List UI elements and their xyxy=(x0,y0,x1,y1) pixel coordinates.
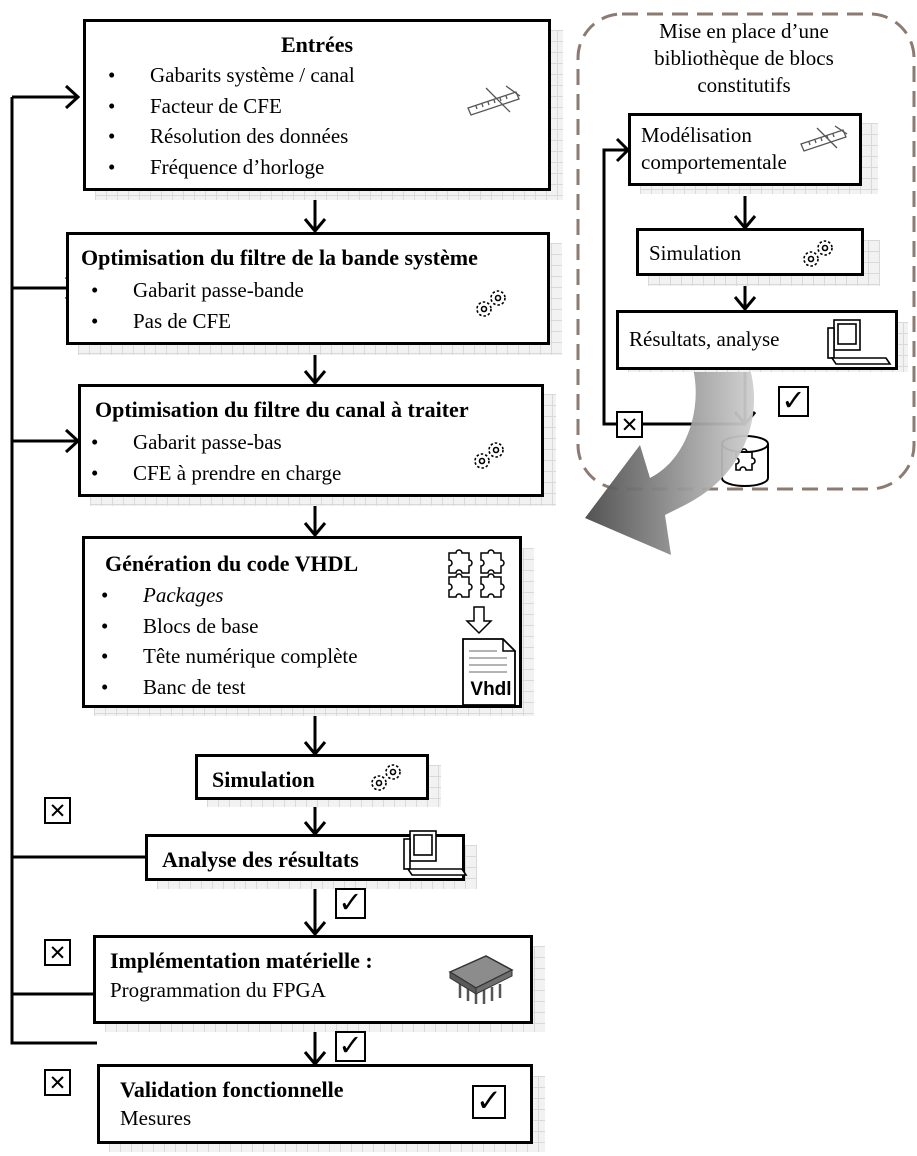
down-arrow-icon xyxy=(465,606,493,635)
computer-icon xyxy=(403,830,468,876)
inputs-list: Gabarits système / canal Facteur de CFE … xyxy=(100,60,355,182)
computer-icon xyxy=(827,319,892,365)
list-item: Packages xyxy=(93,580,358,611)
gears-icon xyxy=(474,442,504,469)
list-item: Résolution des données xyxy=(100,121,355,152)
analysis-cross-box: ✕ xyxy=(44,797,71,824)
simulation-title: Simulation xyxy=(212,767,315,792)
channel-list: Gabarit passe-bas CFE à prendre en charg… xyxy=(83,427,341,488)
library-header-line2: bibliothèque de blocs xyxy=(654,46,834,70)
simulation-box: Simulation xyxy=(195,754,429,800)
lib-modeling-line1: Modélisation xyxy=(641,123,752,147)
gears-icon xyxy=(476,290,506,317)
analysis-title: Analyse des résultats xyxy=(162,847,359,872)
lib-results-box: Résultats, analyse xyxy=(616,310,898,370)
analysis-check-box: ✓ xyxy=(335,885,366,919)
list-item: Banc de test xyxy=(93,672,358,703)
cross-icon: ✕ xyxy=(620,413,639,437)
implementation-cross-box: ✕ xyxy=(44,939,71,966)
vhdl-title: Génération du code VHDL xyxy=(105,551,359,576)
channel-box: Optimisation du filtre du canal à traite… xyxy=(78,384,544,497)
big-curved-arrow xyxy=(585,340,755,555)
system-band-list: Gabarit passe-bande Pas de CFE xyxy=(83,275,304,336)
lib-cross-box: ✕ xyxy=(616,411,643,438)
check-icon: ✓ xyxy=(781,383,806,417)
list-item: CFE à prendre en charge xyxy=(83,458,341,489)
analysis-box: Analyse des résultats xyxy=(145,830,468,881)
lib-check-box: ✓ xyxy=(778,383,809,417)
check-icon: ✓ xyxy=(476,1083,502,1119)
cross-icon: ✕ xyxy=(48,799,67,823)
system-band-box: Optimisation du filtre de la bande systè… xyxy=(66,232,550,345)
list-item: Facteur de CFE xyxy=(100,91,355,122)
lib-modeling-box: Modélisation comportementale xyxy=(628,113,862,186)
feedback-bus xyxy=(10,84,145,1045)
channel-title: Optimisation du filtre du canal à traite… xyxy=(95,397,469,422)
validation-title: Validation fonctionnelle xyxy=(120,1077,344,1102)
list-item: Tête numérique complète xyxy=(93,641,358,672)
validation-cross-box: ✕ xyxy=(44,1069,71,1096)
inputs-box: Entrées Gabarits système / canal Facteur… xyxy=(83,19,551,191)
vhdl-box: Génération du code VHDL Packages Blocs d… xyxy=(82,536,522,708)
validation-box: Validation fonctionnelle Mesures ✓ xyxy=(97,1064,533,1144)
gears-icon xyxy=(803,240,833,267)
implementation-box: Implémentation matérielle : Programmatio… xyxy=(93,935,533,1024)
drafting-tools-icon xyxy=(467,85,521,116)
implementation-subtitle: Programmation du FPGA xyxy=(110,978,326,1002)
validation-check-box: ✓ xyxy=(472,1083,506,1119)
library-header-line1: Mise en place d’une xyxy=(659,19,829,43)
library-header: Mise en place d’une bibliothèque de bloc… xyxy=(594,18,894,99)
list-item: Blocs de base xyxy=(93,611,358,642)
implementation-check-box: ✓ xyxy=(335,1028,366,1062)
list-item: Pas de CFE xyxy=(83,306,304,337)
list-item: Gabarits système / canal xyxy=(100,60,355,91)
lib-simulation-label: Simulation xyxy=(649,241,742,265)
list-item-italic: Packages xyxy=(143,583,224,607)
check-icon: ✓ xyxy=(338,885,363,919)
system-band-title: Optimisation du filtre de la bande systè… xyxy=(81,245,478,270)
lib-simulation-box: Simulation xyxy=(636,228,864,276)
vhdl-list: Packages Blocs de base Tête numérique co… xyxy=(93,580,358,702)
lib-modeling-label: Modélisation comportementale xyxy=(641,122,787,176)
list-item: Gabarit passe-bas xyxy=(83,427,341,458)
chip-icon xyxy=(448,955,514,1004)
implementation-title: Implémentation matérielle : xyxy=(110,948,373,973)
vhdl-file-label: Vhdl xyxy=(470,679,512,700)
gears-icon xyxy=(371,764,401,791)
cross-icon: ✕ xyxy=(48,1071,67,1095)
check-icon: ✓ xyxy=(338,1028,363,1062)
library-header-line3: constitutifs xyxy=(697,73,791,97)
vhdl-file-icon xyxy=(462,638,516,706)
validation-subtitle: Mesures xyxy=(120,1106,192,1130)
list-item: Fréquence d’horloge xyxy=(100,152,355,183)
inputs-title: Entrées xyxy=(280,32,354,57)
cross-icon: ✕ xyxy=(48,941,67,965)
library-dashed-frame xyxy=(576,12,916,491)
lib-modeling-line2: comportementale xyxy=(641,150,787,174)
drafting-tools-icon xyxy=(800,125,848,152)
list-item: Gabarit passe-bande xyxy=(83,275,304,306)
puzzle-pieces-icon xyxy=(448,549,505,598)
lib-results-label: Résultats, analyse xyxy=(629,327,780,351)
